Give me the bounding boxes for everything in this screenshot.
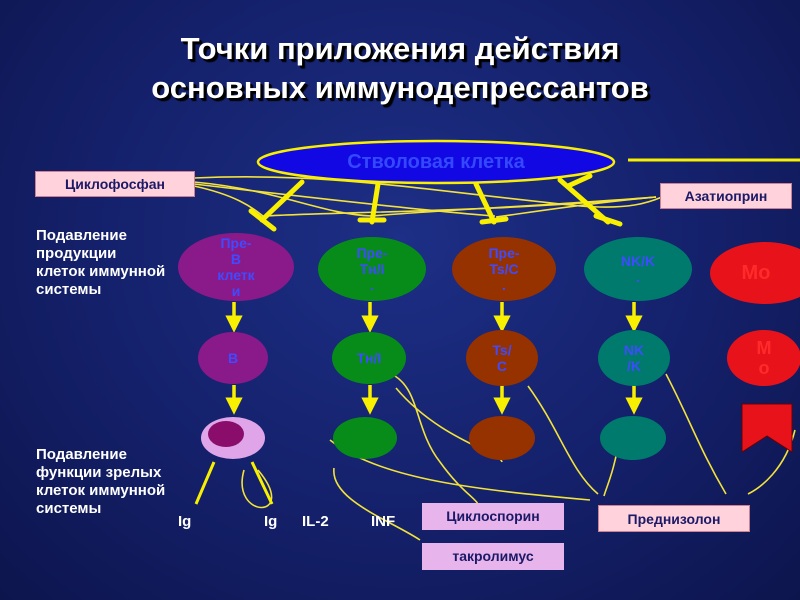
product-inf: INF xyxy=(371,513,396,530)
prednisolone-wire xyxy=(241,469,273,509)
cyclophosphamide-wire xyxy=(193,185,264,217)
title-line-2: основных иммунодепрессантов xyxy=(151,70,649,105)
drug-cyclophosphamide: Циклофосфан xyxy=(35,171,195,197)
mature-b-cell: В xyxy=(198,332,268,384)
mature-nk-cell: NK /K xyxy=(598,330,670,386)
precursor-b-label: Пре- В клетк и xyxy=(217,235,255,299)
maturation-arrows xyxy=(225,302,643,415)
precursor-nk-cell: NK/K . xyxy=(584,237,692,301)
drug-prednisolone: Преднизолон xyxy=(598,505,750,532)
block-ts xyxy=(479,216,509,225)
label-suppress-function: Подавление функции зрелых клеток иммунно… xyxy=(36,446,166,517)
precursor-th-label: Пре- Тн/I . xyxy=(356,245,388,293)
product-ig-2: Ig xyxy=(264,513,278,530)
branch-th xyxy=(369,181,381,225)
precursor-b-cell: Пре- В клетк и xyxy=(178,233,294,301)
effector-ts-cell xyxy=(469,416,535,460)
ig-arrow-right xyxy=(250,461,274,505)
effector-b-nucleus xyxy=(208,421,244,447)
drug-wires xyxy=(193,176,796,541)
product-ig-1: Ig xyxy=(178,513,192,530)
tacrolimus-wire xyxy=(333,467,421,541)
stem-cell xyxy=(256,139,616,185)
macrophage-banner xyxy=(741,403,793,453)
effector-nk-cell xyxy=(600,416,666,460)
cyclosporine-wire xyxy=(394,375,479,505)
precursor-ts-label: Пре- Ts/C . xyxy=(488,245,520,293)
azathioprine-wire xyxy=(265,196,657,217)
stem-branches xyxy=(259,177,611,225)
drug-tacrolimus: такролимус xyxy=(422,543,564,570)
mature-ts-label: Ts/ C xyxy=(492,342,512,374)
branch-ts xyxy=(473,181,497,225)
effector-th-cell xyxy=(333,417,397,459)
product-il2: IL-2 xyxy=(302,513,329,530)
drug-azathioprine: Азатиоприн xyxy=(660,183,792,209)
mature-th-label: Тн/I xyxy=(356,350,382,366)
mature-ts-cell: Ts/ C xyxy=(466,330,538,386)
precursor-mo-label: Мо xyxy=(741,262,771,284)
mature-mo-cell: М о xyxy=(727,330,800,386)
prednisolone-wire xyxy=(527,385,599,495)
precursor-ts-cell: Пре- Ts/C . xyxy=(452,237,556,301)
mature-nk-label: NK /K xyxy=(623,342,645,374)
precursor-th-cell: Пре- Тн/I . xyxy=(318,237,426,301)
block-ts-2 xyxy=(565,173,593,189)
ig-arrow-left xyxy=(194,461,216,505)
inhibition-marks xyxy=(248,173,623,232)
block-b xyxy=(248,208,277,232)
precursor-nk-label: NK/K . xyxy=(620,253,656,285)
ig-arrows xyxy=(194,461,274,505)
stem-cell-label: Стволовая клетка xyxy=(347,150,525,173)
cyclophosphamide-wire xyxy=(193,181,373,217)
drug-cyclosporine: Циклоспорин xyxy=(422,503,564,530)
mature-th-cell: Тн/I xyxy=(332,332,406,384)
title-line-1: Точки приложения действия xyxy=(180,31,620,66)
branch-b xyxy=(259,179,305,223)
mature-mo-label: М о xyxy=(756,338,772,378)
effector-cells xyxy=(201,416,666,460)
label-suppress-production: Подавление продукции клеток иммунной сис… xyxy=(36,227,166,298)
mature-b-label: В xyxy=(227,350,239,366)
precursor-mo-cell: Мо xyxy=(710,242,800,304)
prednisolone-wire xyxy=(665,373,727,495)
block-nk xyxy=(593,213,623,227)
cyclophosphamide-wire xyxy=(193,176,663,208)
